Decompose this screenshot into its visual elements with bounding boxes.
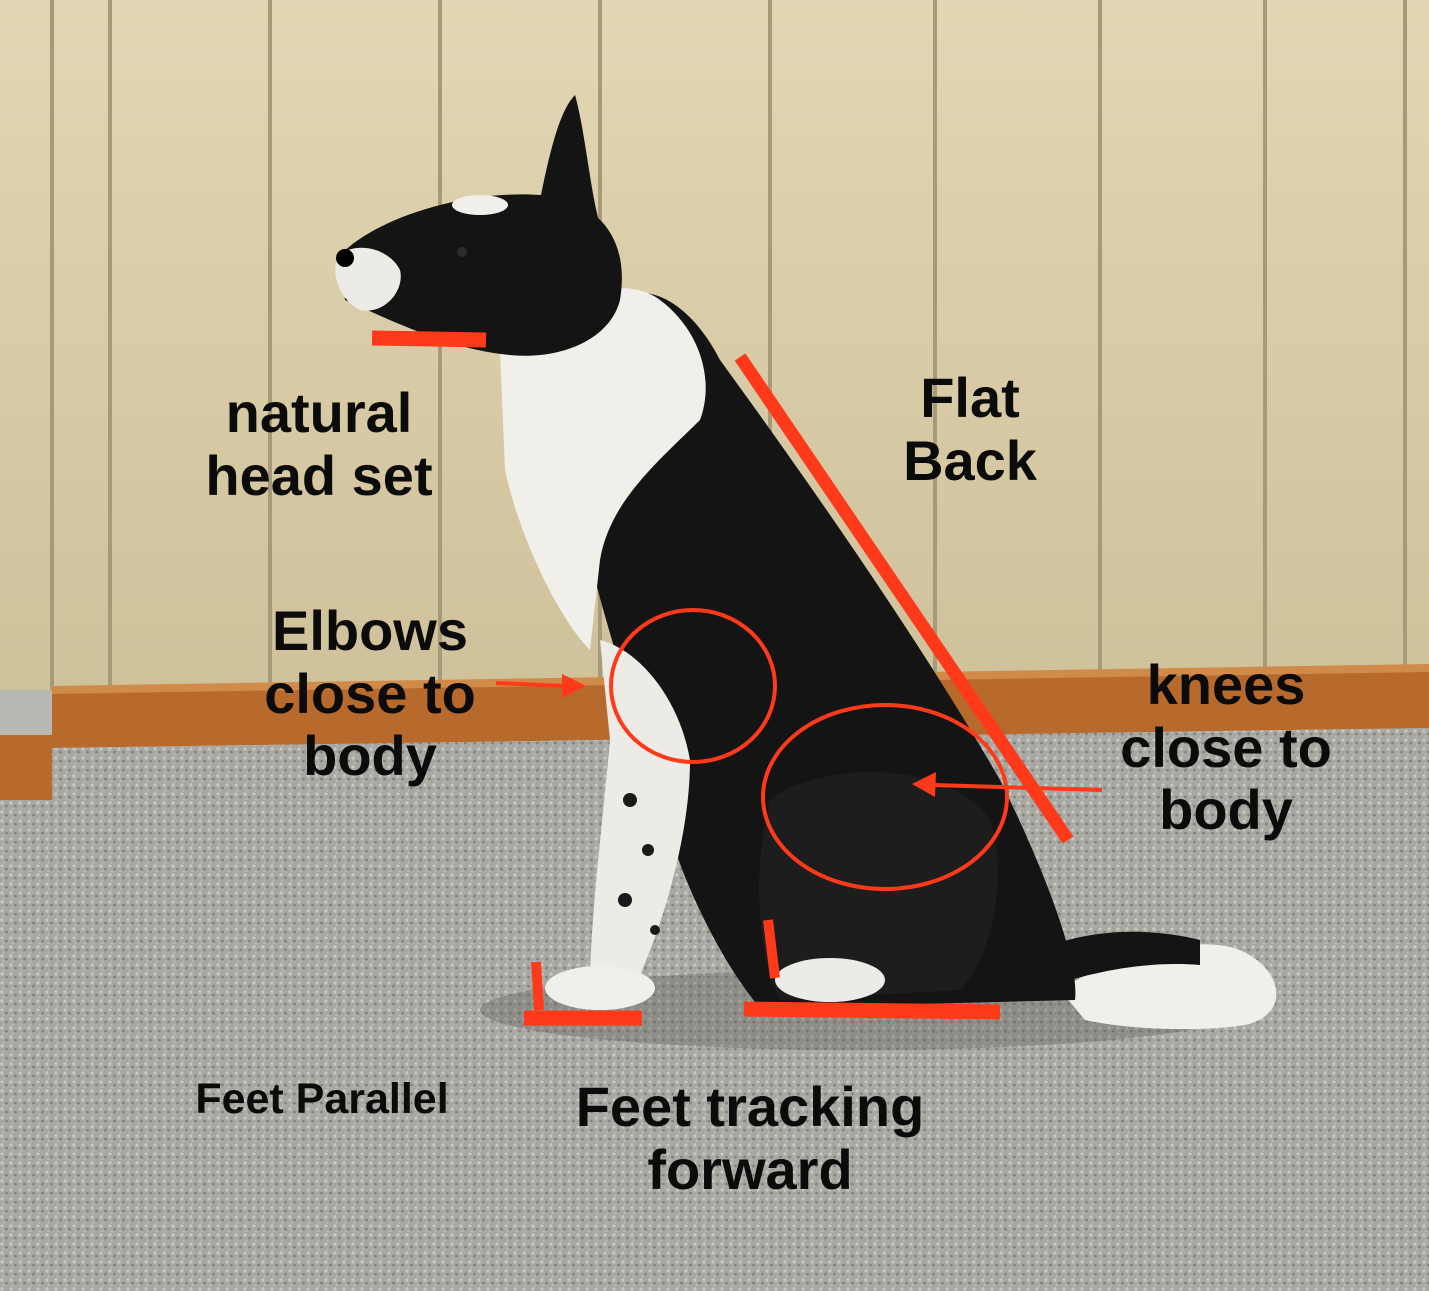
label-line: natural: [225, 381, 413, 444]
label-knees-close: knees close to body: [1104, 653, 1348, 842]
elbow-arrowhead-icon: [562, 674, 586, 698]
label-line: Elbows: [271, 599, 469, 662]
label-elbows-close: Elbows close to body: [248, 599, 492, 788]
label-line: Back: [903, 428, 1037, 492]
label-line: body: [1159, 778, 1293, 842]
label-line: head set: [205, 443, 433, 507]
carpet: [0, 728, 1429, 1291]
knee-circle: [761, 703, 1009, 891]
knee-arrow-line: [932, 783, 1103, 792]
label-line: close to: [1120, 715, 1332, 779]
label-line: knees: [1146, 653, 1306, 716]
label-line: body: [303, 724, 437, 788]
label-line: Flat: [920, 366, 1020, 429]
label-feet-tracking: Feet tracking forward: [552, 1075, 948, 1201]
annotation-marks: [371, 330, 1103, 1026]
head-set-line: [371, 330, 487, 348]
label-line: forward: [647, 1137, 853, 1201]
label-line: Feet tracking: [575, 1075, 925, 1138]
elbow-arrow-line: [495, 681, 566, 688]
label-line: Feet Parallel: [195, 1075, 449, 1123]
hind-foot-tick: [763, 919, 780, 979]
label-flat-back: Flat Back: [880, 366, 1060, 492]
label-natural-head-set: natural head set: [196, 381, 442, 507]
front-foot-tick: [531, 961, 544, 1011]
hind-foot-line: [743, 1001, 1001, 1020]
label-line: close to: [264, 661, 476, 725]
flat-back-line: [734, 353, 1074, 844]
knee-arrowhead-icon: [912, 772, 936, 797]
dog: [335, 95, 1277, 1030]
label-feet-parallel: Feet Parallel: [164, 1075, 480, 1123]
elbow-circle: [609, 608, 777, 764]
